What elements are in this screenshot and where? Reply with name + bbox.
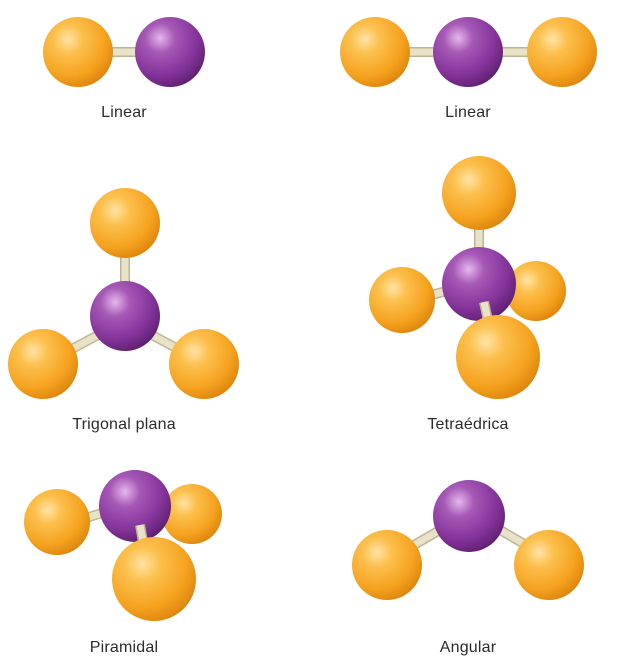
label-angular: Angular xyxy=(439,639,497,656)
bond xyxy=(412,526,442,549)
molecule-pyramidal xyxy=(24,470,222,621)
label-pyramidal: Piramidal xyxy=(89,639,159,656)
label-trigonal-planar: Trigonal plana xyxy=(72,416,176,433)
central-atom xyxy=(433,480,505,552)
molecule-tetrahedral xyxy=(369,156,566,399)
molecule-angular xyxy=(352,480,584,600)
bond xyxy=(498,526,528,549)
outer-atom-back xyxy=(162,484,222,544)
outer-atom xyxy=(527,17,597,87)
central-atom xyxy=(433,17,503,87)
outer-atom xyxy=(8,329,78,399)
outer-atom xyxy=(43,17,113,87)
outer-atom xyxy=(90,188,160,258)
molecule-trigonal-planar xyxy=(8,188,239,399)
outer-atom xyxy=(442,156,516,230)
outer-atom xyxy=(340,17,410,87)
label-linear-triatomic: Linear xyxy=(445,104,491,121)
central-atom xyxy=(99,470,171,542)
bond xyxy=(68,330,102,354)
outer-atom xyxy=(24,489,90,555)
central-atom xyxy=(135,17,205,87)
molecule-linear-triatomic xyxy=(340,17,597,87)
central-atom xyxy=(90,281,160,351)
outer-atom-front xyxy=(456,315,540,399)
outer-atom-back xyxy=(506,261,566,321)
outer-atom xyxy=(514,530,584,600)
molecule-linear-diatomic xyxy=(43,17,205,87)
outer-atom-front xyxy=(112,537,196,621)
central-atom xyxy=(442,247,516,321)
label-tetrahedral: Tetraédrica xyxy=(427,416,509,433)
outer-atom xyxy=(169,329,239,399)
label-linear-diatomic: Linear xyxy=(101,104,147,121)
outer-atom xyxy=(352,530,422,600)
outer-atom xyxy=(369,267,435,333)
